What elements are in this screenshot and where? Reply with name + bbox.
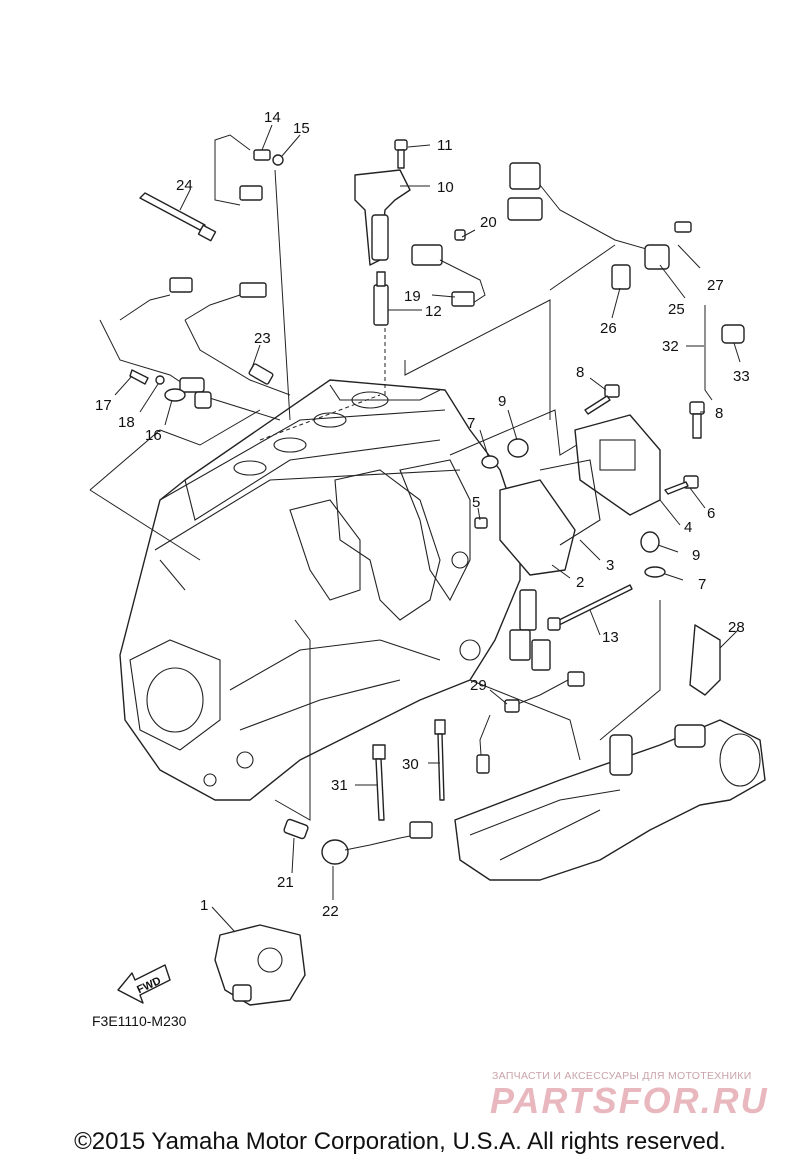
callout-7a: 7 <box>467 415 475 432</box>
callout-8a: 8 <box>576 364 584 381</box>
callout-14: 14 <box>264 109 281 126</box>
part-1-assembly <box>214 924 306 1006</box>
callout-29: 29 <box>470 677 487 694</box>
callout-5: 5 <box>472 494 480 511</box>
callout-10: 10 <box>437 179 454 196</box>
callout-28: 28 <box>728 619 745 636</box>
callout-25: 25 <box>668 301 685 318</box>
part-13-bolt <box>547 584 633 631</box>
callout-13: 13 <box>602 629 619 646</box>
part-19-sensor <box>411 229 486 307</box>
callout-11: 11 <box>437 137 453 154</box>
part-7-collar <box>481 455 666 578</box>
callout-numbers: 1 2 3 4 5 6 7 7 8 8 9 9 10 11 12 13 14 1… <box>95 109 750 920</box>
diagram-code: F3E1110-M230 <box>92 1013 187 1029</box>
callout-12: 12 <box>425 303 442 320</box>
watermark-logo: PARTSFOR.RU <box>490 1080 769 1121</box>
callout-31: 31 <box>331 777 348 794</box>
callout-19: 19 <box>404 288 421 305</box>
callout-4: 4 <box>684 519 692 536</box>
callout-33: 33 <box>733 368 750 385</box>
callout-30: 30 <box>402 756 419 773</box>
part-14-sensor <box>214 134 284 206</box>
callout-18: 18 <box>118 414 135 431</box>
part-28-clip <box>689 624 721 696</box>
part-5-bolt <box>474 517 488 529</box>
intake-manifold <box>454 719 766 881</box>
callout-22: 22 <box>322 903 339 920</box>
part-16-sensor <box>119 277 212 409</box>
callout-9a: 9 <box>498 393 506 410</box>
callout-2: 2 <box>576 574 584 591</box>
forward-arrow-icon: FWD <box>117 964 171 1004</box>
part-12-spark-plug <box>373 271 389 326</box>
part-24-sensor <box>139 192 217 242</box>
part-10-ignition-coil <box>354 169 411 266</box>
part-31-cable-tie <box>372 744 386 821</box>
callout-9b: 9 <box>692 547 700 564</box>
callout-7b: 7 <box>698 576 706 593</box>
callout-6: 6 <box>707 505 715 522</box>
part-30-cable-tie <box>434 719 446 801</box>
callout-23: 23 <box>254 330 271 347</box>
part-6-bolt <box>664 475 699 495</box>
callout-1: 1 <box>200 897 208 914</box>
part-23-sensor <box>184 282 274 385</box>
engine-block <box>119 379 521 801</box>
callout-16: 16 <box>145 427 162 444</box>
watermark-tagline: ЗАПЧАСТИ И АКСЕССУАРЫ ДЛЯ МОТОТЕХНИКИ <box>492 1070 752 1082</box>
callout-21: 21 <box>277 874 294 891</box>
part-9-grommet <box>507 438 660 553</box>
part-21-sensor <box>283 818 309 840</box>
callout-17: 17 <box>95 397 112 414</box>
callout-27: 27 <box>707 277 724 294</box>
callout-15: 15 <box>293 120 310 137</box>
callout-20: 20 <box>480 214 497 231</box>
part-22-knock-sensor <box>321 821 433 865</box>
part-29-sensor <box>476 671 585 774</box>
part-2-module <box>499 459 601 576</box>
part-11-bolt <box>394 139 408 169</box>
callout-3: 3 <box>606 557 614 574</box>
part-25-sensor <box>507 162 692 290</box>
callout-8b: 8 <box>715 405 723 422</box>
copyright-notice: ©2015 Yamaha Motor Corporation, U.S.A. A… <box>74 1128 726 1155</box>
part-32-rod <box>704 305 745 401</box>
leader-lines <box>114 124 741 933</box>
part-8-bolt <box>584 384 705 439</box>
part-ecu-connectors <box>509 589 551 671</box>
part-4-throttle-plate <box>574 414 661 516</box>
callout-32: 32 <box>662 338 679 355</box>
callout-26: 26 <box>600 320 617 337</box>
callout-24: 24 <box>176 177 193 194</box>
